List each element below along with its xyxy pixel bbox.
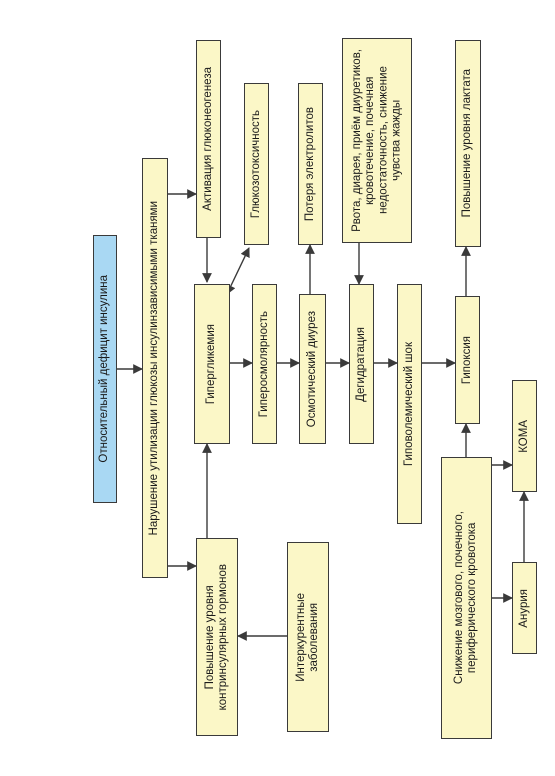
node-coma-label: КОМА <box>517 419 530 453</box>
node-dehydration: Дегидратация <box>349 284 374 444</box>
node-hypoxia-label: Гипоксия <box>460 335 473 385</box>
node-lactate-label: Повышение уровня лактата <box>461 69 474 218</box>
node-hyperglycemia-label: Гипергликемия <box>205 323 218 405</box>
node-coma: КОМА <box>512 380 537 492</box>
node-hypovolemic-shock: Гиповолемический шок <box>397 284 422 524</box>
node-counterinsular-label: Повышение уровня контринсулярных гормоно… <box>203 563 229 711</box>
node-perfusion-decrease: Снижение мозгового, почечного, периферич… <box>441 457 492 739</box>
node-hyperosmolarity: Гиперосмолярность <box>252 284 277 444</box>
node-dehydration-label: Дегидратация <box>354 326 367 402</box>
node-gluconeogenesis: Активация глюконеогенеза <box>196 40 221 238</box>
node-hyperosmolarity-label: Гиперосмолярность <box>257 310 270 418</box>
node-intercurrent-label: Интеркурентные заболевания <box>294 592 320 682</box>
node-osmotic-diuresis-label: Осмотический диурез <box>305 310 318 428</box>
node-glucose-utilization-label: Нарушение утилизации глюкозы инсулинзави… <box>148 200 161 536</box>
node-electrolytes: Потеря электролитов <box>298 83 323 245</box>
node-hypoxia: Гипоксия <box>455 296 480 424</box>
node-gluconeogenesis-label: Активация глюконеогенеза <box>201 67 214 211</box>
node-anuria: Анурия <box>512 562 537 654</box>
node-intercurrent: Интеркурентные заболевания <box>287 542 329 732</box>
arrow-hyperglycemia-glucotoxicity <box>226 247 250 295</box>
node-glucotoxicity-label: Глюкозотоксичность <box>249 109 262 219</box>
node-osmotic-diuresis: Осмотический диурез <box>299 294 326 444</box>
node-glucose-utilization: Нарушение утилизации глюкозы инсулинзави… <box>142 158 168 578</box>
node-fluid-loss-causes: Рвота, диарея, приём диуретиков, кровоте… <box>342 38 412 243</box>
node-hyperglycemia: Гипергликемия <box>194 284 230 444</box>
node-hypovolemic-shock-label: Гиповолемический шок <box>402 341 415 467</box>
node-anuria-label: Анурия <box>517 588 530 628</box>
node-glucotoxicity: Глюкозотоксичность <box>244 83 269 245</box>
node-fluid-loss-causes-label: Рвота, диарея, приём диуретиков, кровоте… <box>350 49 403 232</box>
node-lactate: Повышение уровня лактата <box>455 40 481 247</box>
node-perfusion-decrease-label: Снижение мозгового, почечного, периферич… <box>453 511 479 685</box>
node-relative-deficit: Относительный дефицит инсулина <box>93 235 117 503</box>
node-relative-deficit-label: Относительный дефицит инсулина <box>98 275 111 463</box>
node-electrolytes-label: Потеря электролитов <box>303 106 316 222</box>
node-counterinsular: Повышение уровня контринсулярных гормоно… <box>196 538 238 736</box>
